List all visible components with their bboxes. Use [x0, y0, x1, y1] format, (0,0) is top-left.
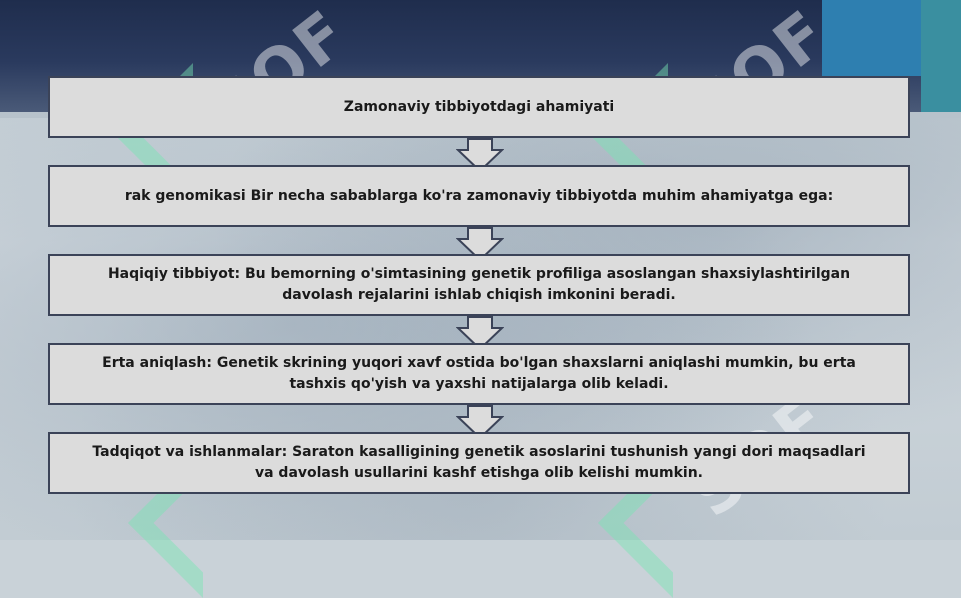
- flow-step-3: Haqiqiy tibbiyot: Bu bemorning o'simtasi…: [48, 254, 910, 316]
- down-arrow-icon: [456, 138, 504, 172]
- down-arrow-icon: [456, 316, 504, 350]
- accent-block-blue: [822, 0, 921, 76]
- flow-step-5: Tadqiqot va ishlanmalar: Saraton kasalli…: [48, 432, 910, 494]
- flow-step-1: Zamonaviy tibbiyotdagi ahamiyati: [48, 76, 910, 138]
- accent-block-teal: [921, 0, 961, 112]
- flow-step-4: Erta aniqlash: Genetik skrining yuqori x…: [48, 343, 910, 405]
- flow-step-2: rak genomikasi Bir necha sabablarga ko'r…: [48, 165, 910, 227]
- down-arrow-icon: [456, 227, 504, 261]
- down-arrow-icon: [456, 405, 504, 439]
